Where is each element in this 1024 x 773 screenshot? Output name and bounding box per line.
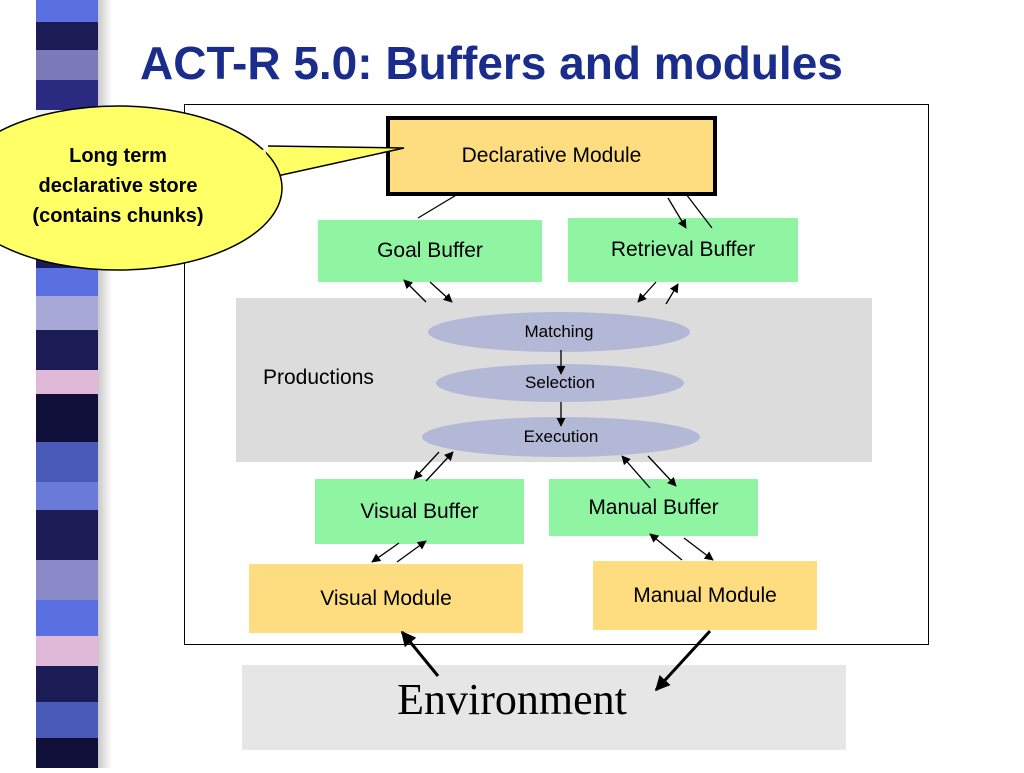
stripe [36,268,98,296]
manual-buffer-label: Manual Buffer [588,495,719,519]
callout-line-1: Long term [69,145,167,167]
stripe [36,50,98,80]
goal-to-declarative-line [417,193,459,219]
stripe [36,666,98,702]
visual-module: Visual Module [249,564,523,633]
environment-to-visual-module-arrow [400,630,440,677]
goal-buffer-label: Goal Buffer [377,239,483,262]
manual-buffer: Manual Buffer [549,479,758,536]
stripe [36,80,98,110]
environment-box [242,665,846,750]
productions-label: Productions [263,366,374,389]
productions-to-retrieval-arrow [665,283,679,305]
callout-line-3: (contains chunks) [32,205,203,227]
stage-matching-label: Matching [524,322,594,341]
stripe [36,702,98,738]
stripe [36,370,98,394]
stage-matching: Matching [428,312,690,352]
declarative-module: Declarative Module [386,116,717,196]
stripe [36,482,98,510]
slide-title: ACT-R 5.0: Buffers and modules [140,37,843,89]
visual-module-to-buffer-arrow [396,540,427,563]
stripe [36,22,98,50]
stripe [36,510,98,560]
retrieval-to-productions-arrow [637,281,657,303]
manual-module-label: Manual Module [633,583,777,607]
declarative-module-label: Declarative Module [461,144,642,167]
visual-module-label: Visual Module [320,586,452,610]
stripe [36,296,98,330]
productions-to-manual-buffer-arrow [647,455,677,487]
callout-line-2: declarative store [39,175,198,197]
visual-buffer-label: Visual Buffer [360,499,479,523]
stripe [36,442,98,482]
declarative-to-retrieval-arrow [667,197,687,229]
stage-execution-label: Execution [523,427,599,446]
manual-buffer-to-productions-arrow [621,455,651,489]
callout-bubble: Long term declarative store (contains ch… [0,105,405,271]
stripe [36,636,98,666]
retrieval-to-declarative-line [685,193,713,229]
stripe [36,560,98,600]
callout-ellipse [0,105,283,271]
manual-module-to-environment-arrow [654,629,712,692]
stripe [36,394,98,442]
stripe [36,0,98,22]
manual-module: Manual Module [593,561,817,630]
visual-buffer: Visual Buffer [315,479,524,544]
goal-to-productions-arrow [429,281,453,303]
callout-pointer [267,145,405,179]
visual-buffer-to-module-arrow [371,542,400,563]
stripe [36,600,98,636]
manual-module-to-buffer-arrow [649,533,683,561]
visual-buffer-to-productions-arrow [425,451,454,482]
retrieval-buffer-label: Retrieval Buffer [610,238,756,261]
goal-buffer: Goal Buffer [318,220,542,282]
manual-buffer-to-module-arrow [683,537,714,561]
stripe [36,738,98,768]
callout-seam [259,149,273,179]
productions-to-visual-buffer-arrow [413,451,440,480]
productions-to-goal-arrow [403,279,427,303]
stage-selection-label: Selection [525,373,595,392]
stripe [36,330,98,370]
